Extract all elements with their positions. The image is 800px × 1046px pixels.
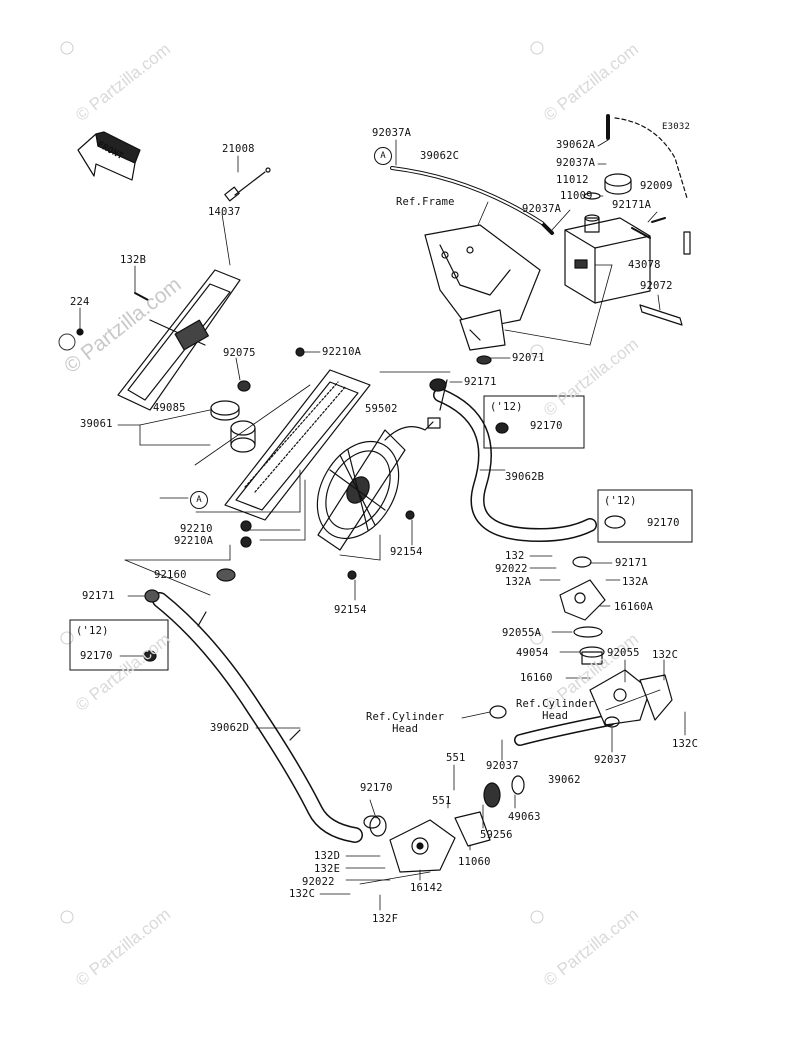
- part-label[interactable]: 132C: [672, 738, 699, 750]
- part-label[interactable]: 16160A: [614, 601, 654, 613]
- part-label[interactable]: 132B: [120, 254, 147, 266]
- temp-sensor-21008: [224, 167, 271, 202]
- part-label[interactable]: 49063: [508, 811, 541, 823]
- grommet-92071: [476, 355, 492, 365]
- note-box-1: [483, 395, 585, 449]
- reserve-tank: [564, 214, 651, 304]
- part-label[interactable]: 92037A: [556, 157, 596, 169]
- part-label[interactable]: 11009: [560, 190, 593, 202]
- part-label[interactable]: 14037: [208, 206, 241, 218]
- part-label[interactable]: 132F: [372, 913, 399, 925]
- part-label[interactable]: 16142: [410, 882, 443, 894]
- part-label[interactable]: 132: [505, 550, 525, 562]
- cooling-fan: [316, 417, 441, 551]
- part-label[interactable]: 59502: [365, 403, 398, 415]
- part-label[interactable]: Ref.Frame: [396, 196, 455, 208]
- part-label[interactable]: 49085: [153, 402, 186, 414]
- radiator-cap: [210, 400, 240, 421]
- part-label[interactable]: 92171: [82, 590, 115, 602]
- overflow-hose: [639, 304, 683, 326]
- part-label[interactable]: 92210: [180, 523, 213, 535]
- part-label[interactable]: 92055A: [502, 627, 542, 639]
- hose-39062b: [433, 388, 597, 542]
- ref-marker-a: A: [190, 491, 208, 509]
- year-note: ('12): [490, 401, 523, 413]
- part-label[interactable]: 132A: [622, 576, 649, 588]
- part-label[interactable]: 92071: [512, 352, 545, 364]
- part-label[interactable]: 39062A: [556, 139, 596, 151]
- part-label[interactable]: 132E: [314, 863, 341, 875]
- part-label[interactable]: 92210A: [174, 535, 214, 547]
- part-label[interactable]: 49054: [516, 647, 549, 659]
- part-label[interactable]: 39062: [548, 774, 581, 786]
- part-label[interactable]: 132A: [505, 576, 532, 588]
- part-label[interactable]: 11012: [556, 174, 589, 186]
- part-label[interactable]: 11060: [458, 856, 491, 868]
- part-label[interactable]: 21008: [222, 143, 255, 155]
- part-label[interactable]: 551: [446, 752, 466, 764]
- part-label[interactable]: 92170: [360, 782, 393, 794]
- note-box-3: [69, 619, 169, 671]
- front-arrow-icon: [77, 131, 141, 181]
- part-label[interactable]: 92037A: [522, 203, 562, 215]
- tank-cap: [604, 173, 632, 187]
- part-label[interactable]: 224: [70, 296, 90, 308]
- part-label[interactable]: 92171A: [612, 199, 652, 211]
- radiator-core: [224, 369, 371, 521]
- part-label[interactable]: 92009: [640, 180, 673, 192]
- part-label[interactable]: 39062C: [420, 150, 460, 162]
- thermostat-housing: [559, 556, 606, 621]
- diagram-code: E3032: [662, 122, 691, 132]
- part-label[interactable]: 16160: [520, 672, 553, 684]
- part-label[interactable]: 39062B: [505, 471, 545, 483]
- part-label[interactable]: 92160: [154, 569, 187, 581]
- o-ring-92055a: [573, 626, 603, 638]
- part-label[interactable]: 551: [432, 795, 452, 807]
- part-label[interactable]: 92022: [495, 563, 528, 575]
- part-label[interactable]: 92171: [615, 557, 648, 569]
- part-label[interactable]: 92037A: [372, 127, 412, 139]
- part-label[interactable]: 59256: [480, 829, 513, 841]
- frame-bracket: [424, 224, 541, 351]
- part-label[interactable]: 92022: [302, 876, 335, 888]
- note-box-2: [597, 489, 693, 543]
- part-label[interactable]: 92210A: [322, 346, 362, 358]
- gasket-11060: [454, 811, 491, 847]
- part-label[interactable]: 92075: [223, 347, 256, 359]
- part-label[interactable]: 92037: [486, 760, 519, 772]
- part-label[interactable]: 92154: [334, 604, 367, 616]
- seal-49063: [511, 775, 525, 795]
- part-label[interactable]: 39061: [80, 418, 113, 430]
- part-label[interactable]: 92154: [390, 546, 423, 558]
- part-label[interactable]: 92170: [647, 517, 680, 529]
- water-pump: [369, 815, 456, 873]
- part-label[interactable]: 92037: [594, 754, 627, 766]
- part-label[interactable]: 92055: [607, 647, 640, 659]
- year-note: ('12): [76, 625, 109, 637]
- part-label[interactable]: 39062D: [210, 722, 250, 734]
- ref-marker-a: A: [374, 147, 392, 165]
- thermostat-case-16160: [589, 669, 673, 726]
- part-label[interactable]: 43078: [628, 259, 661, 271]
- grommet-92160: [216, 568, 236, 582]
- radiator-screen: [117, 269, 241, 411]
- impeller-59256: [483, 782, 501, 808]
- part-label[interactable]: 92072: [640, 280, 673, 292]
- year-note: ('12): [604, 495, 637, 507]
- part-label[interactable]: 132C: [652, 649, 679, 661]
- part-label[interactable]: 92171: [464, 376, 497, 388]
- part-label[interactable]: 132D: [314, 850, 341, 862]
- part-label[interactable]: 92170: [530, 420, 563, 432]
- part-label[interactable]: 132C: [289, 888, 316, 900]
- part-label[interactable]: 92170: [80, 650, 113, 662]
